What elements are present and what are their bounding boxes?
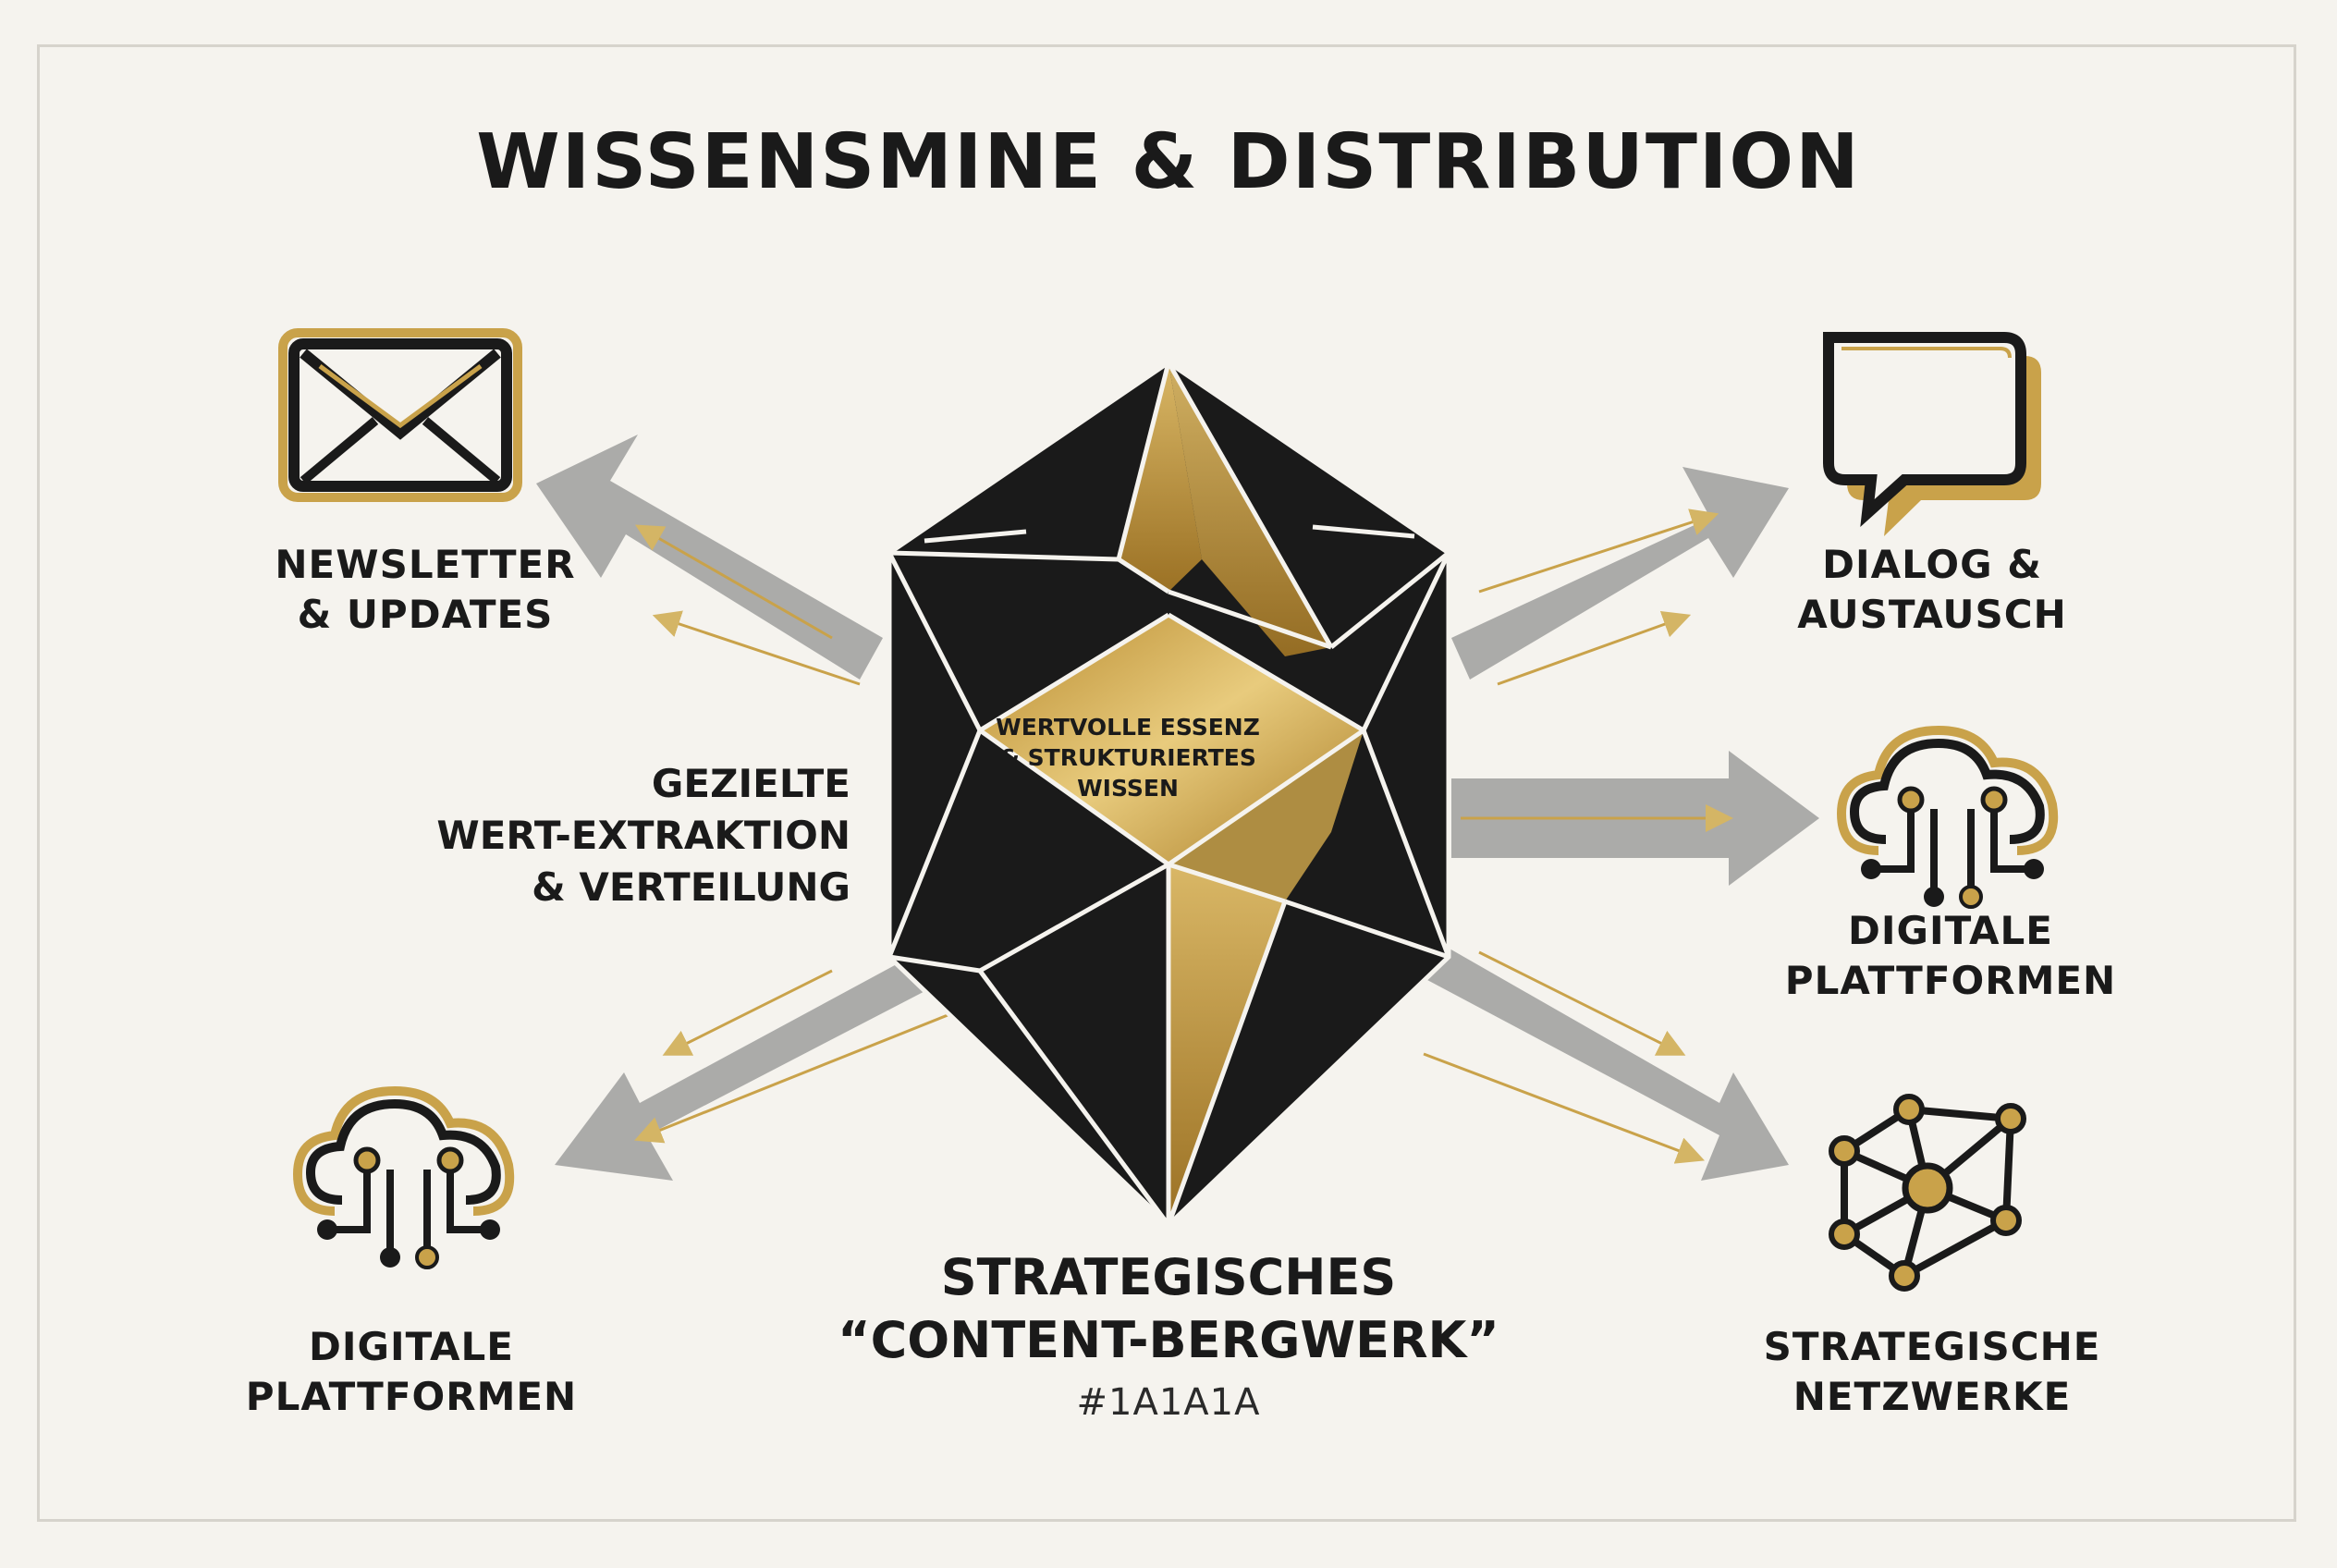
node-label-dialog: DIALOG & AUSTAUSCH <box>1797 542 2067 637</box>
arrow-to-newsletter <box>536 435 883 686</box>
network-graph-icon <box>1829 1094 2026 1292</box>
node-label-platforms-right: DIGITALE PLATTFORMEN <box>1784 908 2117 1003</box>
arrow-to-networks <box>1340 897 1789 1181</box>
page-frame <box>37 44 2296 1522</box>
gem-crystal <box>887 359 1451 1229</box>
page-title: WISSENSMINE & DISTRIBUTION <box>476 118 1861 206</box>
node-label-newsletter: NEWSLETTER & UPDATES <box>275 542 576 637</box>
content-mine-label: STRATEGISCHES “CONTENT-BERGWERK” <box>838 1248 1499 1369</box>
extraction-label: GEZIELTE WERT-EXTRAKTION & VERTEILUNG <box>436 761 850 910</box>
node-label-networks: STRATEGISCHE NETZWERKE <box>1763 1324 2101 1419</box>
gem-caption: WERTVOLLE ESSENZ & STRUKTURIERTES WISSEN <box>996 714 1260 802</box>
cloud-network-icon <box>1836 725 2059 909</box>
color-code-label: #1A1A1A <box>1076 1381 1261 1424</box>
speech-bubble-icon <box>1823 332 2041 536</box>
arrow-to-platforms-right <box>1451 751 1819 886</box>
envelope-icon <box>278 328 522 502</box>
cloud-network-icon <box>292 1085 515 1269</box>
arrow-to-dialog <box>1451 467 1789 686</box>
node-label-platforms-left: DIGITALE PLATTFORMEN <box>245 1324 578 1419</box>
